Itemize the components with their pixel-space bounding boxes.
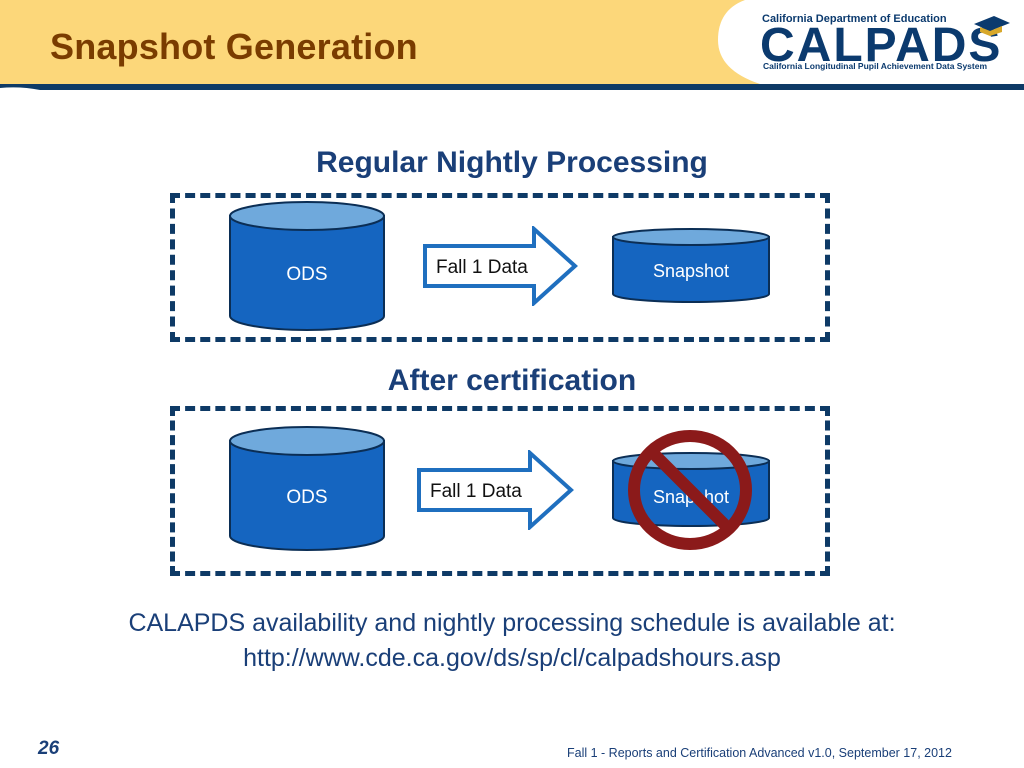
arrow-right-icon xyxy=(422,224,578,308)
ods-database-icon: ODS xyxy=(229,200,385,332)
ods-label: ODS xyxy=(286,264,328,285)
ods-label: ODS xyxy=(286,487,328,508)
prohibited-icon xyxy=(628,430,752,550)
section-title-after-certification: After certification xyxy=(387,364,637,397)
header-band xyxy=(0,0,1024,90)
arrow-right-icon xyxy=(416,448,574,532)
arrow-label-fall1-data: Fall 1 Data xyxy=(430,481,522,502)
footer-text: Fall 1 - Reports and Certification Advan… xyxy=(567,746,952,760)
logo-wordmark: CALPADS xyxy=(760,19,1003,72)
after-certification-box xyxy=(170,406,830,576)
calpads-logo: California Department of Education CALPA… xyxy=(758,6,1018,78)
ods-database-icon: ODS xyxy=(229,426,385,552)
section-title-regular-nightly: Regular Nightly Processing xyxy=(316,146,708,179)
graduation-cap-icon xyxy=(974,16,1010,36)
logo-tagline: California Longitudinal Pupil Achievemen… xyxy=(763,61,988,71)
snapshot-label: Snapshot xyxy=(652,261,730,281)
slide-header: Snapshot Generation California Departmen… xyxy=(0,0,1024,90)
logo-department: California Department of Education xyxy=(762,13,947,25)
arrow-label-fall1-data: Fall 1 Data xyxy=(436,257,528,278)
schedule-link[interactable]: http://www.cde.ca.gov/ds/sp/cl/calpadsho… xyxy=(243,644,781,672)
regular-nightly-processing-box xyxy=(170,193,830,342)
availability-note: CALAPDS availability and nightly process… xyxy=(128,609,896,637)
slide-title: Snapshot Generation xyxy=(50,26,418,67)
snapshot-database-icon: Snapshot xyxy=(612,228,770,304)
page-number: 26 xyxy=(38,738,60,759)
